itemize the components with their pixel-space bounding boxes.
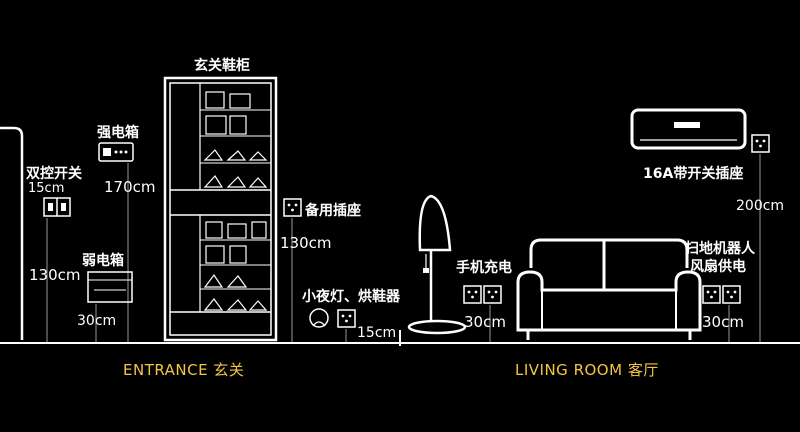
living-caption: LIVING ROOM 客厅 [515, 361, 659, 379]
robot-height: 30cm [702, 313, 744, 331]
night-light-icon [309, 308, 329, 328]
weak-box-icon [87, 271, 133, 303]
dual-switch-height: 130cm [29, 266, 81, 284]
robot-label-line2: 风扇供电 [690, 259, 746, 275]
floor-lamp-icon [407, 194, 467, 335]
night-light-label: 小夜灯、烘鞋器 [302, 289, 400, 305]
dual-switch-offset: 15cm [28, 181, 65, 196]
spare-socket-label: 备用插座 [305, 203, 361, 219]
weak-box-height: 30cm [77, 313, 117, 329]
cabinet-title: 玄关鞋柜 [194, 58, 250, 74]
strong-box-height: 170cm [104, 178, 156, 196]
sofa-icon [516, 238, 702, 340]
spare-socket-height: 130cm [280, 234, 332, 252]
phone-charge-height: 30cm [464, 313, 506, 331]
strong-box-label: 强电箱 [97, 125, 139, 141]
ac-socket-height: 200cm [736, 198, 785, 214]
robot-fan-socket-icon [702, 285, 741, 304]
shoe-dryer-socket-icon [337, 309, 356, 328]
ac-socket-icon [751, 134, 770, 153]
air-conditioner-icon [630, 108, 747, 150]
phone-charge-socket-icon [463, 285, 502, 304]
strong-box-icon [98, 142, 134, 162]
shoe-cabinet [163, 76, 278, 342]
dual-switch-label: 双控开关 [26, 166, 82, 182]
robot-label-line1: 扫地机器人 [685, 241, 755, 257]
night-light-height: 15cm [357, 325, 397, 341]
dual-switch-icon [43, 197, 71, 217]
phone-charge-label: 手机充电 [456, 260, 512, 276]
ac-socket-label: 16A带开关插座 [643, 166, 744, 182]
weak-box-label: 弱电箱 [82, 253, 124, 269]
door-frame [0, 126, 24, 340]
entrance-caption: ENTRANCE 玄关 [123, 361, 245, 379]
spare-socket-icon [283, 198, 302, 217]
